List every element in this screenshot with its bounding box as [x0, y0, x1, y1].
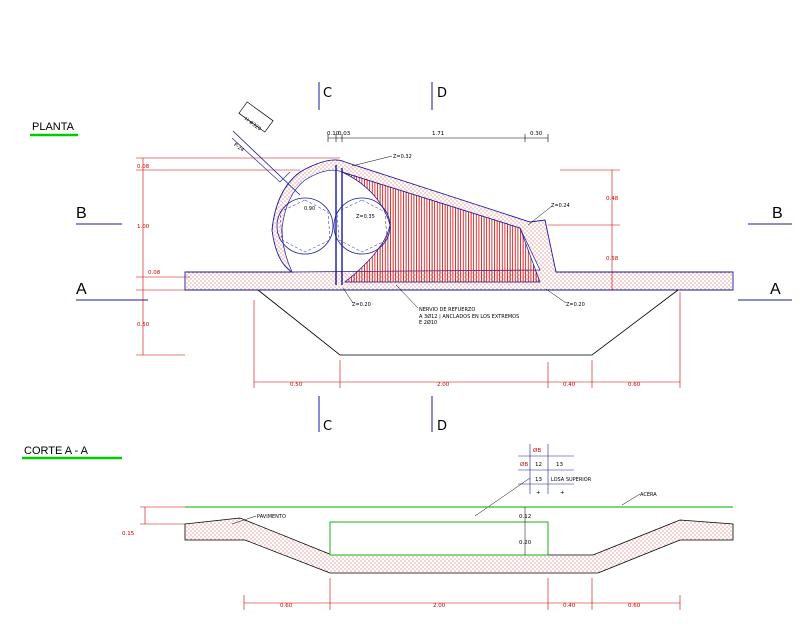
svg-text:0.10: 0.10 [327, 131, 340, 137]
z-top-label: Z=0.32 [393, 154, 412, 160]
plan-dim-2: 2.00 [437, 382, 450, 388]
table-r2-b: LOSA SUPERIOR [551, 477, 592, 483]
section-a-left: A [76, 281, 148, 301]
svg-text:A: A [770, 281, 781, 298]
svg-text:1.71: 1.71 [432, 131, 444, 137]
z-bottom-right-label: Z=0.20 [566, 302, 585, 308]
plan-channel [257, 289, 679, 356]
corte-title: CORTE A - A [24, 445, 89, 457]
corte-bottom-dimension [243, 578, 681, 610]
reinforcement-hatch [341, 171, 541, 283]
planta-title: PLANTA [32, 121, 75, 133]
table-r1-a: ØB [520, 461, 528, 468]
corte-dim-3: 0.40 [563, 603, 576, 609]
svg-text:D: D [437, 86, 447, 101]
circle-right [333, 197, 391, 255]
plan-dim-3: 0.40 [563, 382, 576, 388]
table-r2-a: 13 [535, 477, 542, 483]
section-a-right: A [738, 281, 792, 301]
circle-right-label: Z=0.35 [356, 214, 375, 220]
left-dimension [136, 157, 340, 356]
rebar-table [518, 444, 574, 494]
svg-text:B: B [76, 205, 87, 222]
pipe-sub: P-24 [232, 142, 244, 153]
svg-text:D: D [437, 419, 447, 434]
acera-label: ACERA [640, 492, 657, 498]
svg-text:0.03: 0.03 [338, 131, 351, 137]
svg-text:A 3Ø12 | ANCLADOS EN LOS EXT: A 3Ø12 | ANCLADOS EN LOS EXTREMOS [419, 313, 519, 320]
top-slab [329, 521, 549, 556]
section-b-left: B [76, 205, 122, 225]
dim-left-050: 0.50 [137, 322, 150, 328]
circle-left [276, 197, 334, 255]
table-r1-c: 13 [556, 462, 563, 468]
dim-left-100: 1.00 [137, 224, 150, 230]
section-d-bottom: D [431, 396, 447, 434]
section-b-right: B [748, 205, 792, 225]
section-c-top: C [318, 82, 332, 110]
dim-left-008: 0.08 [137, 164, 150, 170]
corte-dim-012: 0.12 [519, 514, 531, 520]
svg-text:A: A [76, 281, 87, 298]
table-r1-b: 12 [535, 462, 542, 468]
section-d-top: D [431, 82, 447, 110]
corte-dim-4: 0.60 [628, 603, 641, 609]
corte-dim-2: 2.00 [433, 603, 446, 609]
table-mark-1: + [536, 490, 541, 496]
svg-text:0.30: 0.30 [530, 131, 543, 137]
table-mark-2: + [560, 490, 565, 496]
z-bottom-left-label: Z=0.20 [352, 302, 371, 308]
plan-dim-4: 0.60 [628, 382, 641, 388]
dim-left-008b: 0.08 [148, 270, 161, 276]
reinforcement-note: NERVIO DE REFUERZO A 3Ø12 | ANCLADOS EN … [419, 307, 519, 326]
plan-bottom-dimension [253, 292, 681, 388]
corte-dim-1: 0.60 [280, 603, 293, 609]
pavimento-label: PAVIMENTO [257, 514, 286, 520]
svg-text:C: C [323, 419, 332, 434]
corte-left-dim [140, 506, 185, 525]
plan-dim-1: 0.50 [290, 382, 303, 388]
dim-right-058: 0.58 [606, 256, 619, 262]
top-dimension: 0.10 0.03 1.71 0.30 [327, 131, 549, 142]
corte-dim-020: 0.20 [519, 540, 532, 546]
corte-dim-015: 0.15 [122, 531, 135, 537]
svg-text:B: B [772, 205, 783, 222]
circle-left-label: 0.90 [304, 206, 315, 212]
z-right-label: Z=0.24 [551, 203, 570, 209]
svg-text:C: C [323, 86, 332, 101]
dim-right-048: 0.48 [606, 196, 619, 202]
svg-text:E 2Ø10: E 2Ø10 [419, 319, 437, 326]
svg-text:NERVIO DE REFUERZO: NERVIO DE REFUERZO [419, 307, 475, 313]
section-c-bottom: C [318, 396, 332, 434]
table-h1: ØB [533, 447, 541, 454]
